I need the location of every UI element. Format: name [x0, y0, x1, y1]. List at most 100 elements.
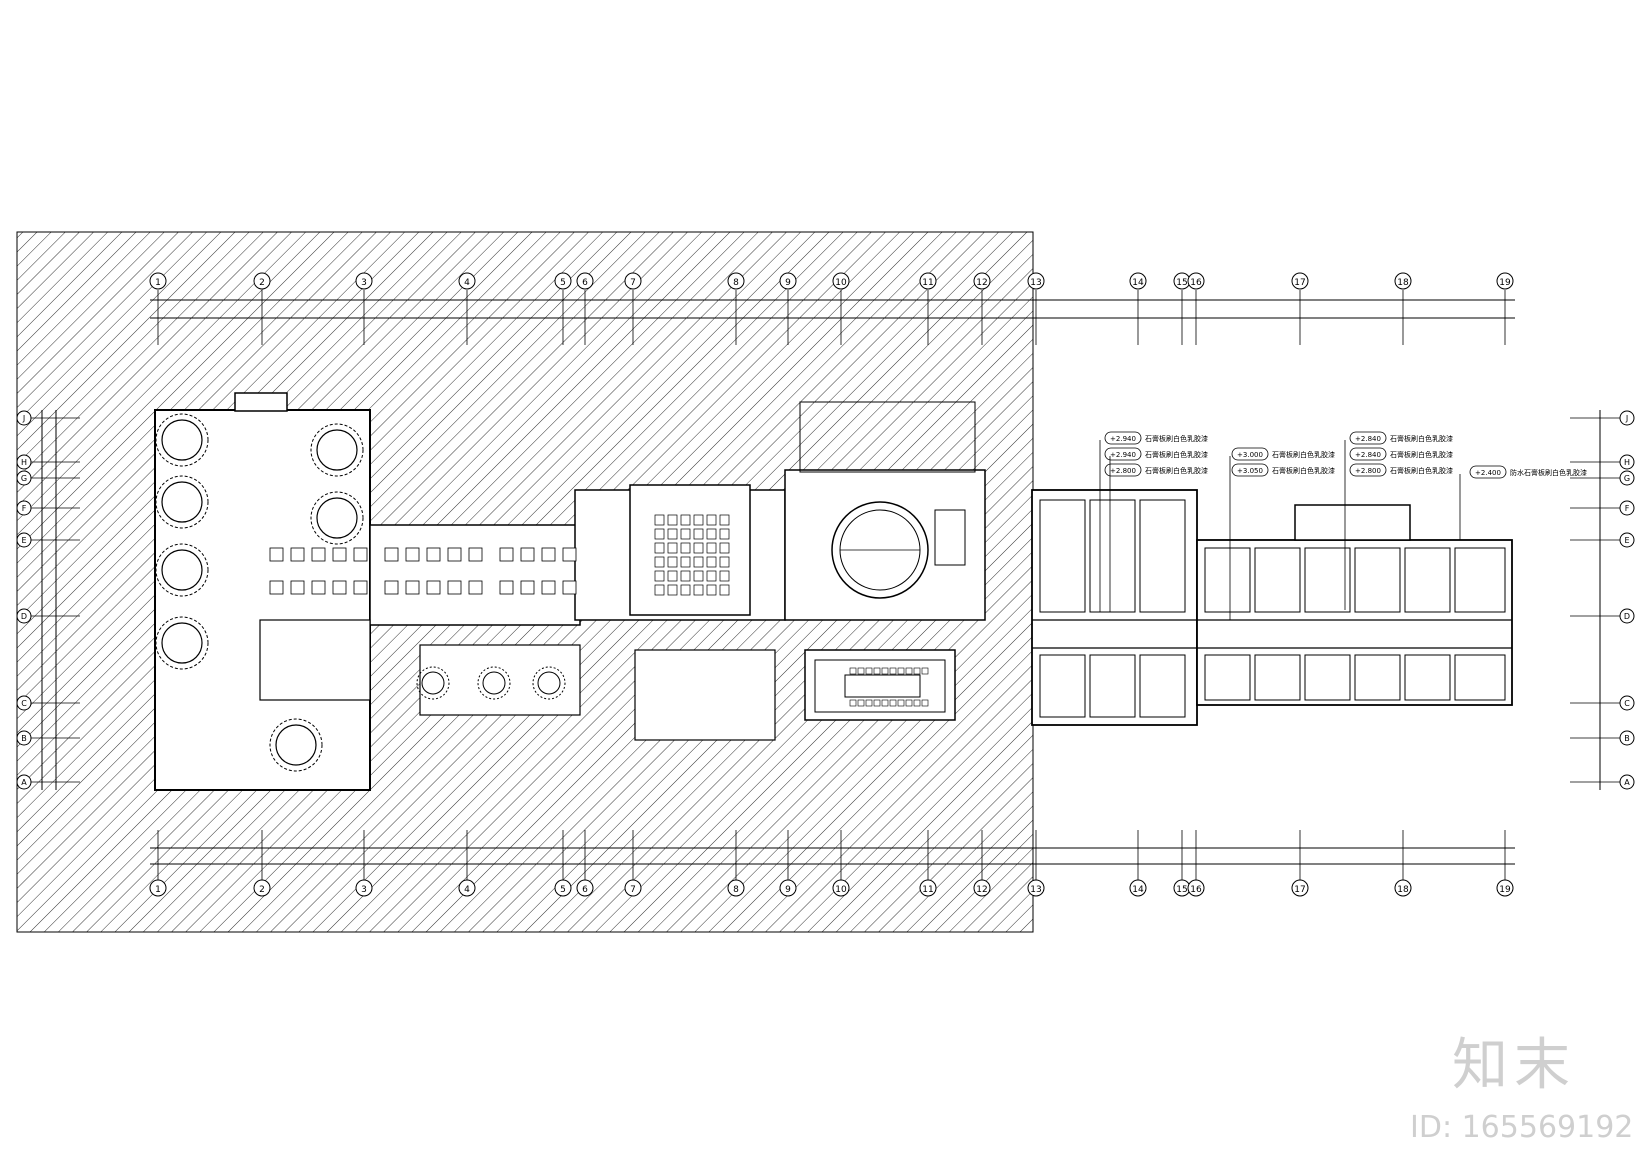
conference-chair: [865, 699, 873, 707]
conference-chair: [913, 699, 921, 707]
auditorium-seat: [654, 514, 665, 526]
round-table: [155, 543, 209, 597]
svg-text:13: 13: [1030, 278, 1041, 288]
svg-text:2: 2: [259, 885, 265, 895]
round-table: [310, 423, 364, 477]
svg-text:石膏板刷白色乳胶漆: 石膏板刷白色乳胶漆: [1390, 434, 1453, 443]
auditorium-seat: [706, 514, 717, 526]
svg-text:+2.840: +2.840: [1355, 451, 1381, 459]
dining-seat: [290, 547, 305, 562]
dining-seat: [269, 547, 284, 562]
auditorium-seat: [706, 556, 717, 568]
conference-chair: [913, 667, 921, 675]
svg-text:石膏板刷白色乳胶漆: 石膏板刷白色乳胶漆: [1145, 450, 1208, 459]
grid-bubble-left-F: F: [16, 500, 32, 516]
grid-bubble-top-7: 7: [624, 272, 642, 290]
grid-bubble-left-A: A: [16, 774, 32, 790]
svg-text:F: F: [22, 504, 27, 513]
svg-text:8: 8: [733, 885, 739, 895]
grid-bubble-left-E: E: [16, 532, 32, 548]
svg-text:+3.000: +3.000: [1237, 451, 1263, 459]
svg-text:13: 13: [1030, 885, 1041, 895]
furniture-layer: [155, 413, 929, 772]
svg-text:5: 5: [560, 885, 566, 895]
svg-text:10: 10: [835, 278, 847, 288]
dining-seat: [468, 547, 483, 562]
grid-bubble-top-4: 4: [458, 272, 476, 290]
svg-text:J: J: [22, 414, 25, 423]
grid-bubble-top-17: 17: [1291, 272, 1309, 290]
conference-chair: [873, 699, 881, 707]
svg-text:17: 17: [1294, 885, 1305, 895]
grid-bubble-left-B: B: [16, 730, 32, 746]
grid-bubble-top-5: 5: [554, 272, 572, 290]
svg-text:9: 9: [785, 885, 791, 895]
svg-text:4: 4: [464, 885, 470, 895]
round-table: [155, 475, 209, 529]
svg-text:1: 1: [155, 278, 161, 288]
round-table: [155, 413, 209, 467]
dining-seat: [499, 580, 514, 595]
auditorium-seat: [680, 570, 691, 582]
dining-seat: [405, 547, 420, 562]
auditorium-seat: [667, 514, 678, 526]
auditorium-seat: [680, 528, 691, 540]
svg-text:14: 14: [1132, 885, 1144, 895]
svg-text:F: F: [1625, 504, 1630, 513]
grid-bubble-bottom-10: 10: [832, 879, 850, 897]
grid-bubble-top-2: 2: [253, 272, 271, 290]
grid-bubble-bottom-16: 16: [1187, 879, 1205, 897]
dining-seat: [468, 580, 483, 595]
svg-text:石膏板刷白色乳胶漆: 石膏板刷白色乳胶漆: [1272, 466, 1335, 475]
svg-text:15: 15: [1176, 885, 1187, 895]
grid-bubble-bottom-1: 1: [149, 879, 167, 897]
grid-bubble-bottom-5: 5: [554, 879, 572, 897]
svg-text:E: E: [1624, 536, 1629, 545]
grid-bubble-bottom-8: 8: [727, 879, 745, 897]
grid-bubble-right-B: B: [1619, 730, 1635, 746]
conference-chair: [921, 667, 929, 675]
grid-bubble-left-D: D: [16, 608, 32, 624]
svg-text:7: 7: [630, 278, 636, 288]
conference-chair: [905, 667, 913, 675]
grid-bubble-right-G: G: [1619, 470, 1635, 486]
auditorium-seat: [719, 514, 730, 526]
auditorium-seat: [680, 514, 691, 526]
svg-text:8: 8: [733, 278, 739, 288]
conference-chair: [881, 667, 889, 675]
svg-text:+2.800: +2.800: [1355, 467, 1381, 475]
svg-text:15: 15: [1176, 278, 1187, 288]
svg-text:12: 12: [976, 278, 987, 288]
auditorium-seat: [719, 556, 730, 568]
round-table: [155, 616, 209, 670]
svg-text:+2.840: +2.840: [1355, 435, 1381, 443]
auditorium-seat: [719, 542, 730, 554]
grid-bubble-bottom-4: 4: [458, 879, 476, 897]
auditorium-seat: [667, 570, 678, 582]
auditorium-seat: [680, 542, 691, 554]
dining-seat: [426, 580, 441, 595]
grid-bubble-right-A: A: [1619, 774, 1635, 790]
svg-text:防水石膏板刷白色乳胶漆: 防水石膏板刷白色乳胶漆: [1510, 468, 1587, 477]
svg-text:1: 1: [155, 885, 161, 895]
watermark-logo: 知末: [1452, 1033, 1576, 1098]
conference-chair: [865, 667, 873, 675]
dining-seat: [562, 580, 577, 595]
grid-bubble-top-1: 1: [149, 272, 167, 290]
conference-chair: [857, 667, 865, 675]
svg-text:11: 11: [922, 885, 933, 895]
dining-seat: [447, 580, 462, 595]
svg-text:16: 16: [1190, 885, 1202, 895]
grid-bubble-right-C: C: [1619, 695, 1635, 711]
conference-chair: [849, 667, 857, 675]
grid-bubble-bottom-14: 14: [1129, 879, 1147, 897]
grid-bubble-top-18: 18: [1394, 272, 1412, 290]
svg-text:6: 6: [582, 885, 588, 895]
dining-seat: [384, 547, 399, 562]
